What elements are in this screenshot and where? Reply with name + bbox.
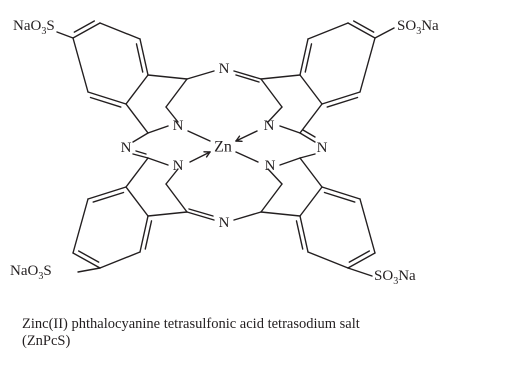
top-left-pyrrole-ring: [125, 103, 149, 134]
bottom-left-benzene-ring: [87, 186, 127, 200]
pyrrole-nitrogen-top-left: N: [173, 118, 184, 134]
top-left-benzene-ring: [125, 74, 149, 105]
right-aza-bridge: [302, 129, 316, 138]
top-aza-bridge: [235, 74, 260, 83]
bottom-left-benzene-ring: [99, 251, 141, 269]
top-left-pyrrole-ring: [147, 125, 169, 134]
bottom-right-benzene-ring: [347, 252, 376, 269]
top-left-pyrrole-ring: [165, 78, 188, 108]
caption-line-1: Zinc(II) phthalocyanine tetrasulfonic ac…: [22, 316, 360, 332]
bottom-right-benzene-ring: [299, 186, 323, 217]
bottom-right-sulfonate-bond: [347, 267, 373, 277]
left-aza-bridge: [132, 153, 149, 159]
top-left-pyrrole-ring: [165, 106, 179, 123]
top-left-benzene-ring: [72, 22, 101, 39]
top-right-benzene-ring: [352, 20, 375, 33]
bottom-right-pyrrole-ring: [260, 183, 283, 213]
top-right-pyrrole-ring: [267, 106, 283, 123]
bottom-left-benzene-ring: [72, 252, 101, 269]
bottom-left-pyrrole-ring: [165, 168, 179, 185]
top-left-benzene-ring: [139, 38, 149, 76]
top-left-benzene-ring: [135, 43, 144, 73]
bottom-left-pyrrole-ring: [125, 157, 149, 188]
bottom-left-benzene-ring: [144, 220, 153, 250]
top-aza-bridge: [186, 70, 215, 80]
bottom-left-pyrrole-ring: [147, 211, 188, 217]
top-right-sulfonate-label: SO3Na: [397, 18, 439, 37]
bottom-right-benzene-ring: [323, 191, 356, 203]
top-left-benzene-ring: [89, 96, 122, 108]
top-right-pyrrole-ring: [279, 125, 301, 134]
top-aza-bridge: [233, 70, 262, 80]
bottom-right-sulfonate-label: SO3Na: [374, 268, 416, 287]
coordination-arrow: [189, 151, 211, 163]
bottom-right-pyrrole-ring: [279, 157, 301, 166]
bottom-left-benzene-ring: [125, 186, 149, 217]
top-left-sulfonate-bond: [56, 31, 74, 39]
structure-caption: Zinc(II) phthalocyanine tetrasulfonic ac…: [22, 316, 502, 350]
right-aza-bridge: [299, 153, 316, 159]
top-right-sulfonate-bond: [374, 27, 395, 39]
top-right-benzene-ring: [299, 38, 309, 76]
left-aza-bridge: [132, 132, 149, 143]
top-right-pyrrole-ring: [260, 74, 301, 80]
bottom-left-pyrrole-ring: [147, 157, 169, 166]
right-aza-nitrogen: N: [317, 140, 328, 156]
bottom-aza-bridge: [188, 208, 214, 217]
bottom-right-pyrrole-ring: [299, 157, 323, 188]
bond-lines: [56, 20, 395, 277]
zinc-center: Zn: [214, 139, 232, 156]
top-right-benzene-ring: [359, 37, 376, 93]
bottom-right-pyrrole-ring: [260, 211, 301, 217]
bottom-right-benzene-ring: [348, 250, 371, 263]
bottom-right-benzene-ring: [307, 251, 349, 269]
top-aza-nitrogen: N: [219, 61, 230, 77]
caption-line-2: (ZnPcS): [22, 333, 71, 349]
top-left-benzene-ring: [73, 20, 96, 33]
top-right-benzene-ring: [326, 96, 359, 108]
coordination-arrow: [235, 130, 258, 142]
bottom-left-benzene-ring: [139, 215, 149, 253]
bottom-right-pyrrole-ring: [267, 168, 283, 185]
top-left-benzene-ring: [87, 91, 127, 105]
pyrrole-nitrogen-bottom-left: N: [173, 158, 184, 174]
bottom-aza-nitrogen: N: [219, 215, 230, 231]
bottom-left-benzene-ring: [72, 198, 89, 254]
bottom-right-benzene-ring: [295, 220, 304, 250]
right-aza-bridge: [299, 132, 316, 143]
top-right-benzene-ring: [347, 22, 376, 39]
top-right-benzene-ring: [307, 22, 349, 40]
top-right-benzene-ring: [321, 91, 361, 105]
bottom-left-sulfonate-label: NaO3S: [10, 263, 52, 282]
coordination-arrow: [235, 135, 241, 142]
top-left-benzene-ring: [99, 22, 141, 40]
bottom-left-benzene-ring: [92, 191, 125, 203]
bottom-left-benzene-ring: [77, 250, 100, 263]
top-right-pyrrole-ring: [299, 103, 323, 134]
bottom-right-benzene-ring: [359, 198, 376, 254]
top-right-pyrrole-ring: [260, 78, 283, 108]
bottom-right-benzene-ring: [321, 186, 361, 200]
coordination-arrow: [205, 151, 211, 158]
top-left-sulfonate-label: NaO3S: [13, 18, 55, 37]
top-right-benzene-ring: [299, 74, 323, 105]
coordination-bond: [235, 151, 259, 163]
left-aza-bridge: [135, 150, 147, 155]
bottom-left-pyrrole-ring: [165, 183, 188, 213]
coordination-bond: [187, 130, 211, 142]
top-right-benzene-ring: [304, 43, 313, 73]
top-left-pyrrole-ring: [147, 74, 188, 80]
bottom-aza-bridge: [186, 211, 215, 221]
bottom-right-benzene-ring: [299, 215, 309, 253]
left-aza-nitrogen: N: [121, 140, 132, 156]
pyrrole-nitrogen-bottom-right: N: [265, 158, 276, 174]
bottom-aza-bridge: [233, 211, 262, 221]
top-left-benzene-ring: [72, 37, 89, 93]
pyrrole-nitrogen-top-right: N: [264, 118, 275, 134]
bottom-left-sulfonate-bond: [77, 267, 101, 273]
